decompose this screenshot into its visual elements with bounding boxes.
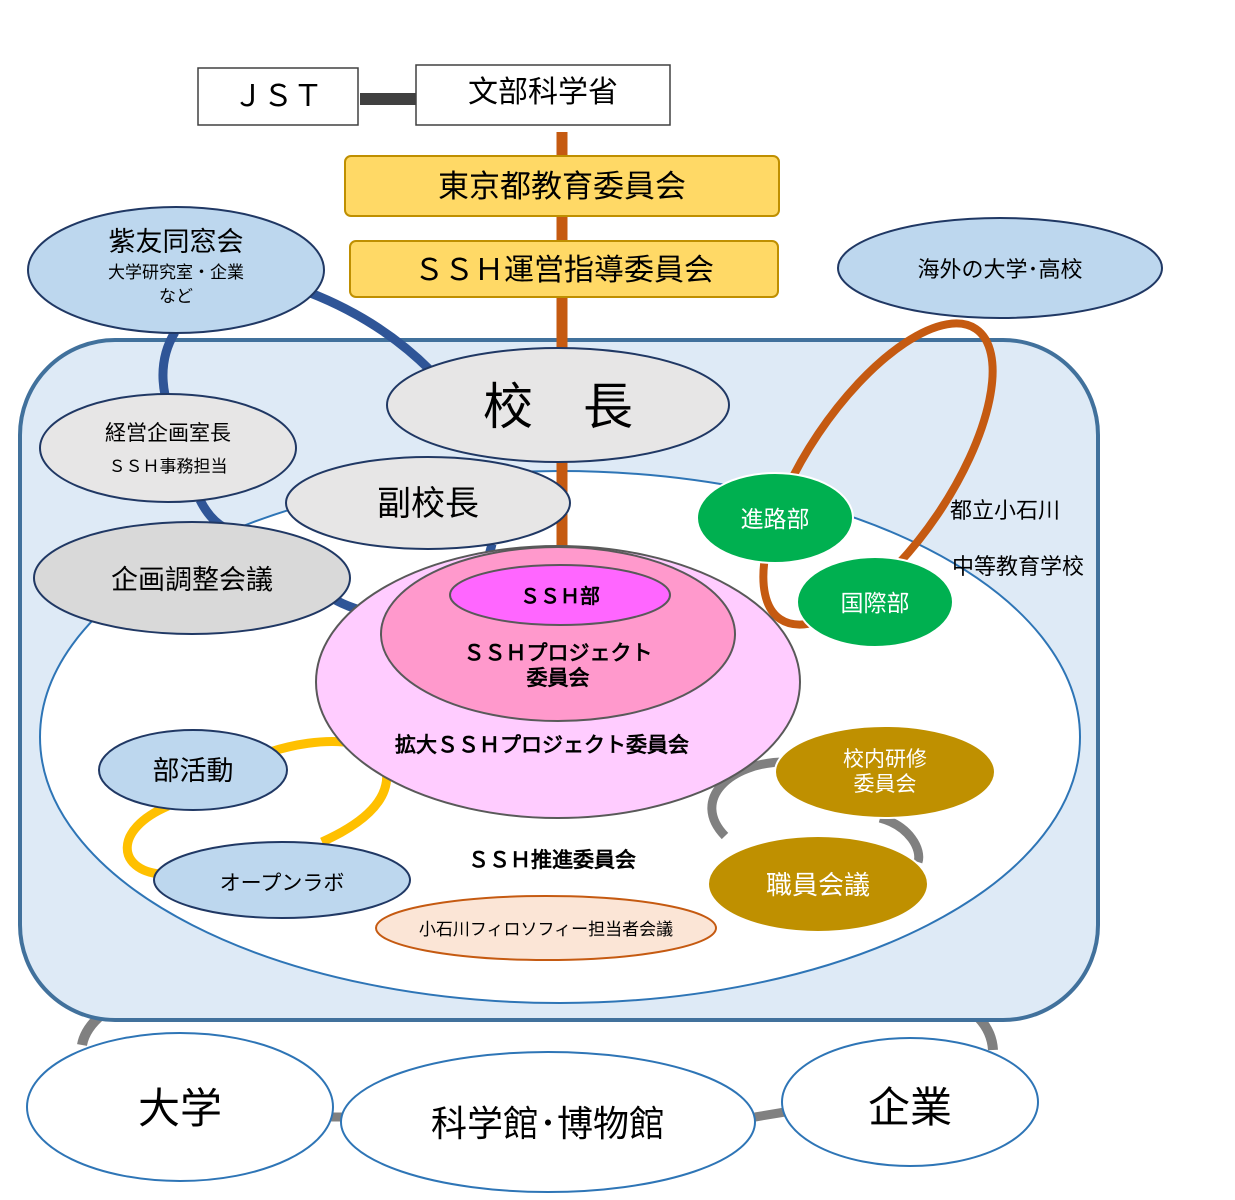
museum-ellipse	[340, 1051, 756, 1193]
tokyo-board-label: 東京都教育委員会	[438, 169, 686, 205]
alumni-planning-head-connector	[158, 329, 179, 396]
vice-principal-label: 副校長	[377, 484, 479, 524]
club-ellipse	[98, 729, 288, 811]
alumni-line2: など	[159, 287, 193, 307]
overseas-label: 海外の大学･高校	[917, 258, 1082, 283]
company-ellipse	[781, 1037, 1039, 1167]
planning-meeting-ellipse	[33, 521, 351, 635]
ssh-project-line2: 委員会	[526, 666, 590, 690]
training-line1: 校内研修	[843, 747, 927, 771]
tokyo-board-box	[344, 155, 780, 217]
school-name-line1: 都立小石川	[950, 499, 1060, 524]
planning-head-ellipse	[39, 393, 297, 503]
planning-head-line1: 経営企画室長	[105, 421, 231, 445]
planning-head-line2: ＳＳＨ事務担当	[109, 457, 228, 477]
university-ellipse	[26, 1032, 334, 1182]
overseas-ellipse	[837, 217, 1163, 319]
philosophy-label: 小石川フィロソフィー担当者会議	[419, 920, 673, 940]
alumni-ellipse	[27, 206, 325, 334]
planning-meeting-label: 企画調整会議	[111, 565, 273, 596]
principal-ellipse	[386, 347, 730, 463]
vice-principal-ellipse	[285, 456, 571, 550]
university-label: 大学	[138, 1084, 222, 1133]
principal-label: 校 長	[483, 378, 633, 436]
ssh-dept-label: ＳＳＨ部	[520, 584, 600, 608]
club-label: 部活動	[153, 756, 234, 787]
training-line2: 委員会	[854, 772, 917, 796]
mext-label: 文部科学省	[468, 75, 618, 110]
alumni-line1: 大学研究室・企業	[108, 263, 244, 283]
international-ellipse	[796, 556, 954, 648]
extended-committee-label: 拡大ＳＳＨプロジェクト委員会	[395, 733, 689, 757]
philosophy-ellipse	[375, 895, 717, 961]
ssh-promotion-label: ＳＳＨ推進委員会	[468, 848, 636, 872]
training-ellipse	[774, 725, 996, 819]
career-label: 進路部	[741, 507, 810, 533]
alumni-principal-connector	[306, 287, 434, 374]
open-lab-label: オープンラボ	[220, 871, 345, 895]
staff-meeting-ellipse	[707, 835, 929, 933]
staff-loop	[707, 757, 924, 864]
museum-company-connector	[754, 1107, 786, 1122]
ssh-steering-box	[349, 240, 779, 298]
international-label: 国際部	[841, 591, 910, 617]
jst-label: ＪＳＴ	[233, 79, 323, 114]
staff-meeting-label: 職員会議	[766, 871, 870, 901]
career-ellipse	[696, 472, 854, 564]
jst-box	[197, 67, 359, 126]
open-lab-ellipse	[153, 841, 411, 919]
museum-label: 科学館･博物館	[431, 1104, 665, 1145]
overseas-loop	[759, 319, 997, 629]
ssh-project-line1: ＳＳＨプロジェクト	[464, 641, 653, 665]
mext-box	[415, 64, 671, 126]
ssh-dept-ellipse	[449, 564, 671, 626]
school-name-line2: 中等教育学校	[952, 555, 1084, 580]
ssh-steering-label: ＳＳＨ運営指導委員会	[414, 253, 714, 288]
alumni-title: 紫友同窓会	[109, 227, 244, 258]
company-label: 企業	[868, 1083, 952, 1132]
